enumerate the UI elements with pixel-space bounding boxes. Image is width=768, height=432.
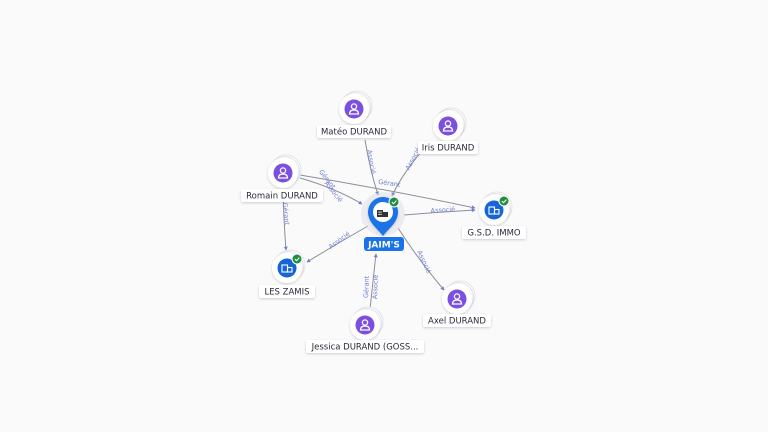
person-icon bbox=[359, 319, 371, 331]
edge-line bbox=[397, 227, 445, 291]
node-label: Matéo DURAND bbox=[321, 127, 388, 138]
center-label-bg bbox=[364, 237, 404, 251]
node-label-bg bbox=[462, 226, 526, 239]
edge-label: Associé bbox=[415, 249, 433, 275]
node-label-bg bbox=[259, 285, 315, 298]
checkmark-icon bbox=[391, 200, 397, 205]
verified-badge-icon bbox=[291, 253, 303, 265]
node-label-bg bbox=[317, 125, 391, 138]
edge-line bbox=[364, 139, 379, 196]
node-leszamis[interactable]: LES ZAMIS bbox=[259, 249, 315, 298]
edge-line bbox=[299, 177, 363, 205]
edge-label: Associé bbox=[327, 230, 352, 251]
edge-label: Gérant bbox=[281, 202, 291, 226]
node-jessica[interactable]: Jessica DURAND (GOSS... bbox=[306, 306, 424, 353]
node-label: Jessica DURAND (GOSS... bbox=[311, 343, 419, 353]
node-label: G.S.D. IMMO bbox=[467, 229, 521, 239]
node-label: LES ZAMIS bbox=[264, 288, 309, 298]
person-icon bbox=[442, 120, 454, 132]
edge-label: Gérant bbox=[362, 275, 371, 298]
verified-badge-icon bbox=[498, 195, 510, 207]
edge-line bbox=[299, 174, 476, 210]
node-label: Romain DURAND bbox=[246, 192, 318, 202]
edge-center-gsd: Associé bbox=[403, 205, 476, 216]
edge-romain-gsd bbox=[299, 174, 476, 210]
nodes-layer: Matéo DURAND Iris DURAND Romain DURAND G.S.… bbox=[241, 90, 526, 353]
node-label-bg bbox=[423, 314, 491, 327]
center-label: JAIM'S bbox=[367, 241, 400, 251]
person-icon bbox=[277, 167, 289, 179]
edge-line bbox=[403, 208, 476, 216]
node-romain[interactable]: Romain DURAND bbox=[241, 154, 323, 202]
person-icon bbox=[451, 293, 463, 305]
node-label-bg bbox=[241, 189, 323, 202]
node-label-bg bbox=[418, 141, 478, 154]
node-label: Iris DURAND bbox=[422, 144, 475, 154]
edge-label: Associé bbox=[365, 149, 377, 175]
node-label-bg bbox=[306, 340, 424, 353]
person-icon bbox=[348, 103, 360, 115]
node-axel[interactable]: Axel DURAND bbox=[423, 280, 491, 327]
node-gsd[interactable]: G.S.D. IMMO bbox=[462, 191, 526, 239]
node-iris[interactable]: Iris DURAND bbox=[418, 107, 478, 154]
edge-label: Associé bbox=[430, 205, 455, 215]
checkmark-icon bbox=[501, 199, 507, 204]
edge-label: Gérant bbox=[378, 178, 402, 189]
edge-line bbox=[369, 253, 378, 310]
edge-label: Associé bbox=[371, 275, 380, 300]
checkmark-icon bbox=[294, 257, 300, 262]
edge-center-axel: Associé bbox=[397, 227, 445, 291]
center-node[interactable]: JAIM'S bbox=[361, 192, 405, 251]
edge-line bbox=[306, 225, 369, 263]
node-label: Axel DURAND bbox=[428, 317, 486, 327]
building-icon bbox=[281, 264, 293, 273]
verified-badge-icon bbox=[388, 196, 400, 208]
building-icon bbox=[377, 210, 388, 217]
edge-center-leszamis: Associé bbox=[306, 225, 369, 263]
building-icon bbox=[488, 206, 500, 215]
node-mateo[interactable]: Matéo DURAND bbox=[317, 90, 391, 138]
